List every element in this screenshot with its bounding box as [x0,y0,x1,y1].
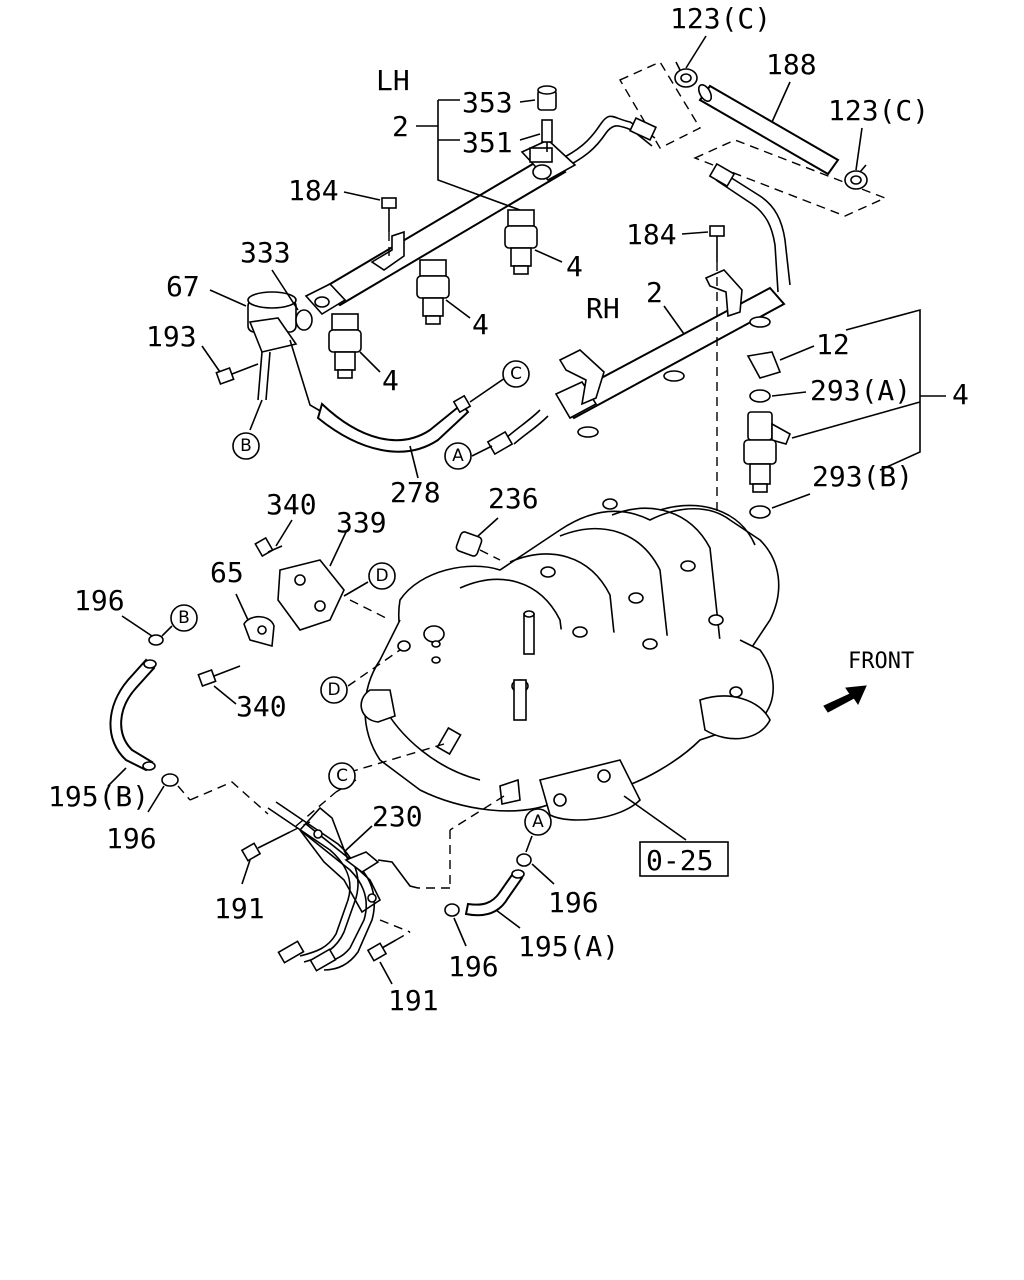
intake-manifold [349,498,780,889]
hose-195a [464,869,525,917]
insulator-12 [746,351,782,379]
hose-278 [289,339,472,453]
callout-191-b: 191 [388,984,439,1017]
callout-123c-right: 123(C) [828,94,929,127]
svg-text:C: C [510,364,522,384]
callout-12: 12 [816,328,850,361]
clamp-196-c [444,903,460,917]
connector-a-top: A [444,442,472,470]
bolt-340-bottom [197,665,241,688]
connector-d-left: D [320,676,348,704]
bolt-191-b [366,919,411,962]
callout-340-top: 340 [266,488,317,521]
o-ring-293a [749,389,771,403]
connector-c-top: C [502,360,530,388]
injector-lh-1 [504,209,538,275]
svg-text:C: C [336,766,348,786]
callout-4-a: 4 [566,250,583,283]
callout-2-rh: 2 [646,276,663,309]
svg-text:B: B [240,436,252,456]
cap-353 [537,85,557,111]
bolt-191-a [240,821,311,862]
callout-333: 333 [240,236,291,269]
callout-353: 353 [462,86,513,119]
bolt-193 [215,363,259,386]
bolt-340-top [254,536,283,558]
injector-lh-2 [416,259,450,325]
callout-351: 351 [462,126,513,159]
clamp-196-a [148,634,164,646]
callout-195a: 195(A) [518,930,619,963]
fuel-rail-rh [486,269,786,456]
callout-4-c: 4 [382,364,399,397]
callout-278: 278 [390,476,441,509]
callout-184-left: 184 [288,174,339,207]
fuel-rail-lh [304,139,577,316]
callout-67: 67 [166,270,200,303]
connector-b-top: B [232,432,260,460]
label-front: FRONT [848,649,914,674]
bolt-184-left [381,197,397,256]
clip-65 [243,615,275,648]
fuel-pipe [554,115,791,293]
svg-text:A: A [452,446,464,466]
front-arrow-icon [823,685,867,713]
callout-196-c: 196 [448,950,499,983]
plug-236 [455,531,501,561]
callout-340-bottom: 340 [236,690,287,723]
callout-4-group: 4 [952,378,969,411]
callout-293a: 293(A) [810,374,911,407]
valve-351 [541,119,553,152]
svg-text:A: A [532,812,544,832]
callout-65: 65 [210,556,244,589]
svg-text:D: D [375,566,388,586]
ref-box-0-25 [639,841,729,877]
callout-123c-top: 123(C) [670,2,771,35]
callout-293b: 293(B) [812,460,913,493]
injector-lh-3 [328,313,362,379]
connector-d-right: D [368,562,396,590]
callout-196-b: 196 [106,822,157,855]
clamp-196-b [161,773,179,787]
regulator-67 [247,291,298,401]
label-lh: LH [376,64,410,97]
svg-text:D: D [327,680,340,700]
o-ring-333 [295,309,313,331]
connector-b-left: B [170,604,198,632]
callout-195b: 195(B) [48,780,149,813]
hose-188-group: 123(C) 188 123(C) [619,2,929,217]
callout-230: 230 [372,800,423,833]
callout-184-right: 184 [626,218,677,251]
callout-236: 236 [488,482,539,515]
callout-339: 339 [336,506,387,539]
svg-text:B: B [178,608,190,628]
callout-2-lh: 2 [392,110,409,143]
callout-196-d: 196 [548,886,599,919]
callout-196-a: 196 [74,584,125,617]
callout-188: 188 [766,48,817,81]
clamp-123c-right [844,164,868,190]
connector-c-left: C [328,762,356,790]
o-ring-293b [749,505,771,519]
hose-195b [109,658,157,772]
ref-box-label: 0-25 [646,844,713,877]
clamp-196-d [516,853,532,867]
label-rh: RH [586,292,620,325]
clamp-123c-top [674,61,698,88]
pipe-assembly-230 [267,801,419,972]
callout-4-b: 4 [472,308,489,341]
callout-191-a: 191 [214,892,265,925]
connector-a-bottom: A [524,808,552,836]
bracket-339 [277,559,345,631]
injector-rh [743,411,792,493]
callout-193: 193 [146,320,197,353]
